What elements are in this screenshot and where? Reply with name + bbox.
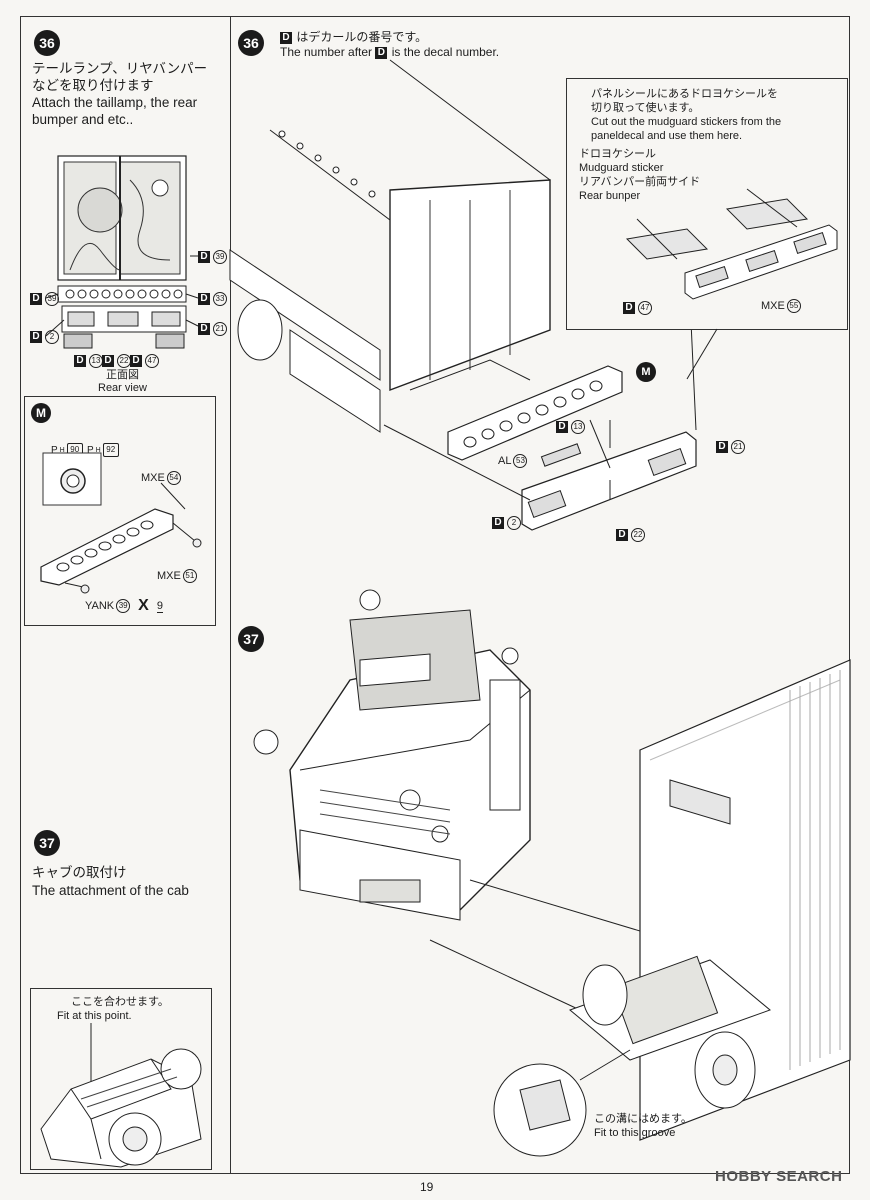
cab-assembly-drawing xyxy=(253,589,851,1157)
m-marker: M xyxy=(636,362,656,382)
step-36-badge: 36 xyxy=(34,30,60,56)
mud-en: Mudguard sticker xyxy=(579,162,664,174)
step-37-badge-main: 37 xyxy=(238,626,264,652)
fit-jp: ここを合わせます。 xyxy=(71,996,169,1008)
page-number: 19 xyxy=(420,1180,434,1194)
bump-jp: リアバンパー前両サイド xyxy=(579,176,701,188)
mud-jp: ドロヨケシール xyxy=(579,148,656,160)
fit-detail-box: ここを合わせます。 Fit at this point. xyxy=(30,988,212,1170)
mudguard-callout-box: パネルシールにあるドロヨケシールを 切り取って使います。 Cut out the… xyxy=(566,78,848,380)
mudguard-drawing xyxy=(625,188,838,380)
column-divider xyxy=(230,16,231,1174)
rear-view-illustration xyxy=(45,155,199,349)
decal-note-jp: D はデカールの番号です。 xyxy=(280,30,427,45)
rear-view-en: Rear view xyxy=(98,382,147,394)
step-37-title-en: The attachment of the cab xyxy=(32,883,189,898)
note-jp: パネルシールにあるドロヨケシールを 切り取って使います。 xyxy=(591,88,778,114)
rear-assembly-drawing xyxy=(229,59,697,531)
bump-en: Rear bunper xyxy=(579,190,641,202)
groove-en: Fit to this groove xyxy=(594,1127,676,1139)
step-36-title-jp: テールランプ、リヤバンパー などを取り付けます xyxy=(32,61,208,93)
step-37-title-jp: キャブの取付け xyxy=(32,865,127,880)
decal-note-en: The number after D is the decal number. xyxy=(280,45,500,59)
watermark: HOBBY SEARCH xyxy=(715,1168,843,1185)
rear-view-jp: 正面図 xyxy=(106,369,139,381)
step-37-badge-left: 37 xyxy=(34,830,60,856)
m-assembly-drawing xyxy=(40,452,202,594)
step-36-badge-main: 36 xyxy=(238,30,264,56)
fit-detail-drawing xyxy=(40,1023,202,1168)
groove-jp: この溝にはめます。 xyxy=(594,1113,692,1125)
m-badge: M xyxy=(31,403,51,423)
fit-en: Fit at this point. xyxy=(57,1010,132,1022)
page-frame xyxy=(20,16,850,1174)
step-36-title-en: Attach the taillamp, the rear bumper and… xyxy=(32,95,198,127)
note-en: Cut out the mudguard stickers from the p… xyxy=(591,116,782,142)
